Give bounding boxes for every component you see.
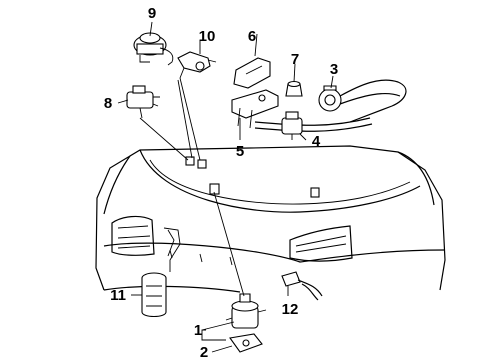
callout-5: 5: [236, 143, 244, 160]
callout-6: 6: [248, 28, 256, 45]
callout-1: 1: [194, 322, 202, 339]
part-cap: [285, 80, 303, 97]
callout-4: 4: [312, 133, 321, 150]
part-vacuum-canister: [133, 32, 174, 66]
part-harness-bracket: [231, 89, 279, 129]
callout-12: 12: [282, 301, 299, 318]
vehicle-rear-outline: [95, 145, 446, 293]
callout-9: 9: [148, 5, 156, 22]
part-actuator: [225, 293, 267, 329]
part-mounting-bracket: [233, 57, 271, 89]
part-canister: [141, 272, 167, 318]
connector-sensor-left: [185, 156, 207, 169]
part-pump-assembly: [254, 79, 407, 132]
connector-sensor-right: [310, 187, 320, 198]
part-control-valve: [126, 85, 160, 119]
part-solenoid: [281, 111, 303, 140]
callout-8: 8: [104, 95, 112, 112]
callout-11: 11: [110, 287, 126, 304]
left-tail-lamp: [111, 215, 155, 256]
callout-2: 2: [200, 344, 208, 360]
leader-lines: [117, 21, 334, 353]
washer-tubing: [163, 227, 181, 272]
callout-10: 10: [199, 28, 216, 45]
part-bracket-valve: [177, 51, 217, 79]
callout-3: 3: [330, 61, 338, 78]
callout-7: 7: [291, 51, 299, 68]
right-tail-lamp: [289, 225, 353, 262]
part-hose-bracket: [281, 271, 323, 301]
part-gasket: [229, 333, 263, 353]
